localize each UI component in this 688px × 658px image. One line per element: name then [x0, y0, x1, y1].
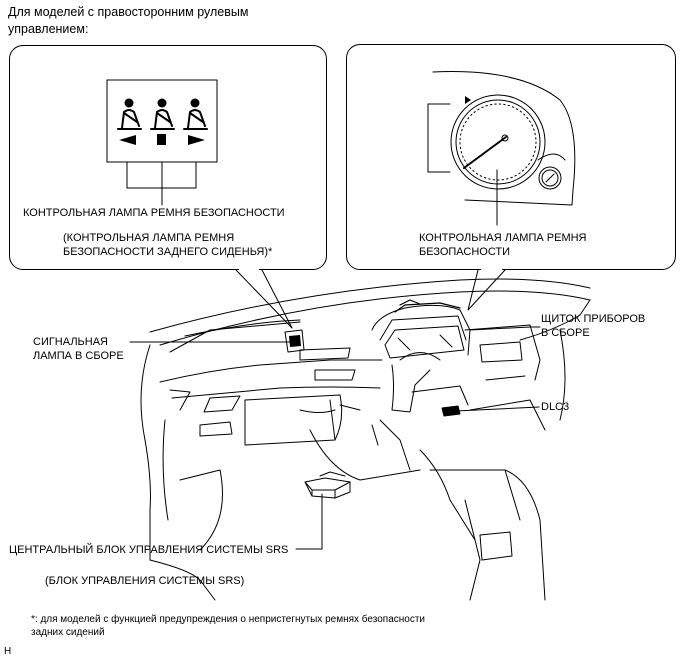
signal-lamp-assembly-part [284, 329, 305, 353]
rear-seatbelt-lamp-label-line-2: БЕЗОПАСНОСТИ ЗАДНЕГО СИДЕНЬЯ)* [63, 246, 273, 258]
cluster-label-line-1: ЩИТОК ПРИБОРОВ [541, 313, 646, 325]
seatbelt-person-icon-right [183, 98, 208, 130]
footnote-line-2: задних сидений [31, 627, 105, 638]
footnote-line-1: *: для моделей с функцией предупреждения… [31, 614, 426, 625]
right-panel-pointer [467, 269, 506, 311]
srs-ecu-leader [295, 493, 323, 550]
dlc3-connector-part [441, 405, 461, 417]
right-detail-panel [346, 44, 676, 270]
seatbelt-indicator-module [106, 79, 218, 163]
cluster-leader [469, 326, 541, 331]
dlc3-leader [455, 406, 540, 412]
srs-ecu-part [304, 471, 351, 499]
instrument-cluster-part [394, 299, 461, 313]
indicator-bracket-leader [126, 161, 197, 206]
seatbelt-person-icon-center [150, 98, 175, 130]
srs-ecu-alt-label: (БЛОК УПРАВЛЕНИЯ СИСТЕМЫ SRS) [45, 575, 245, 587]
cluster-seatbelt-lamp-label-line-2: БЕЗОПАСНОСТИ [419, 246, 511, 258]
cluster-label-line-2: В СБОРЕ [541, 327, 590, 339]
cluster-seatbelt-lamp-label-line-1: КОНТРОЛЬНАЯ ЛАМПА РЕМНЯ [419, 232, 587, 244]
speedometer-detail [427, 71, 576, 226]
center-seat-marker-icon [157, 134, 166, 145]
header-line-2: управлением: [8, 22, 89, 36]
seatbelt-lamp-label: КОНТРОЛЬНАЯ ЛАМПА РЕМНЯ БЕЗОПАСНОСТИ [23, 207, 285, 219]
header-line-1: Для моделей с правосторонним рулевым [8, 5, 249, 19]
right-seat-marker-icon [188, 135, 205, 145]
seatbelt-person-icon-left [117, 98, 142, 130]
signal-lamp-label-line-1: СИГНАЛЬНАЯ [33, 336, 108, 348]
dlc3-label: DLC3 [541, 401, 570, 413]
signal-lamp-label-line-2: ЛАМПА В СБОРЕ [33, 350, 124, 362]
left-seat-marker-icon [119, 135, 136, 145]
gauge-needle [463, 136, 507, 169]
left-panel-pointer [235, 269, 293, 329]
dashboard-outline [140, 278, 591, 601]
left-detail-panel [9, 45, 327, 270]
corner-mark: H [4, 646, 12, 657]
rear-seatbelt-lamp-label-line-1: (КОНТРОЛЬНАЯ ЛАМПА РЕМНЯ [63, 232, 235, 244]
srs-ecu-label: ЦЕНТРАЛЬНЫЙ БЛОК УПРАВЛЕНИЯ СИСТЕМЫ SRS [9, 544, 289, 556]
arrow-indicator-icon [465, 96, 471, 104]
